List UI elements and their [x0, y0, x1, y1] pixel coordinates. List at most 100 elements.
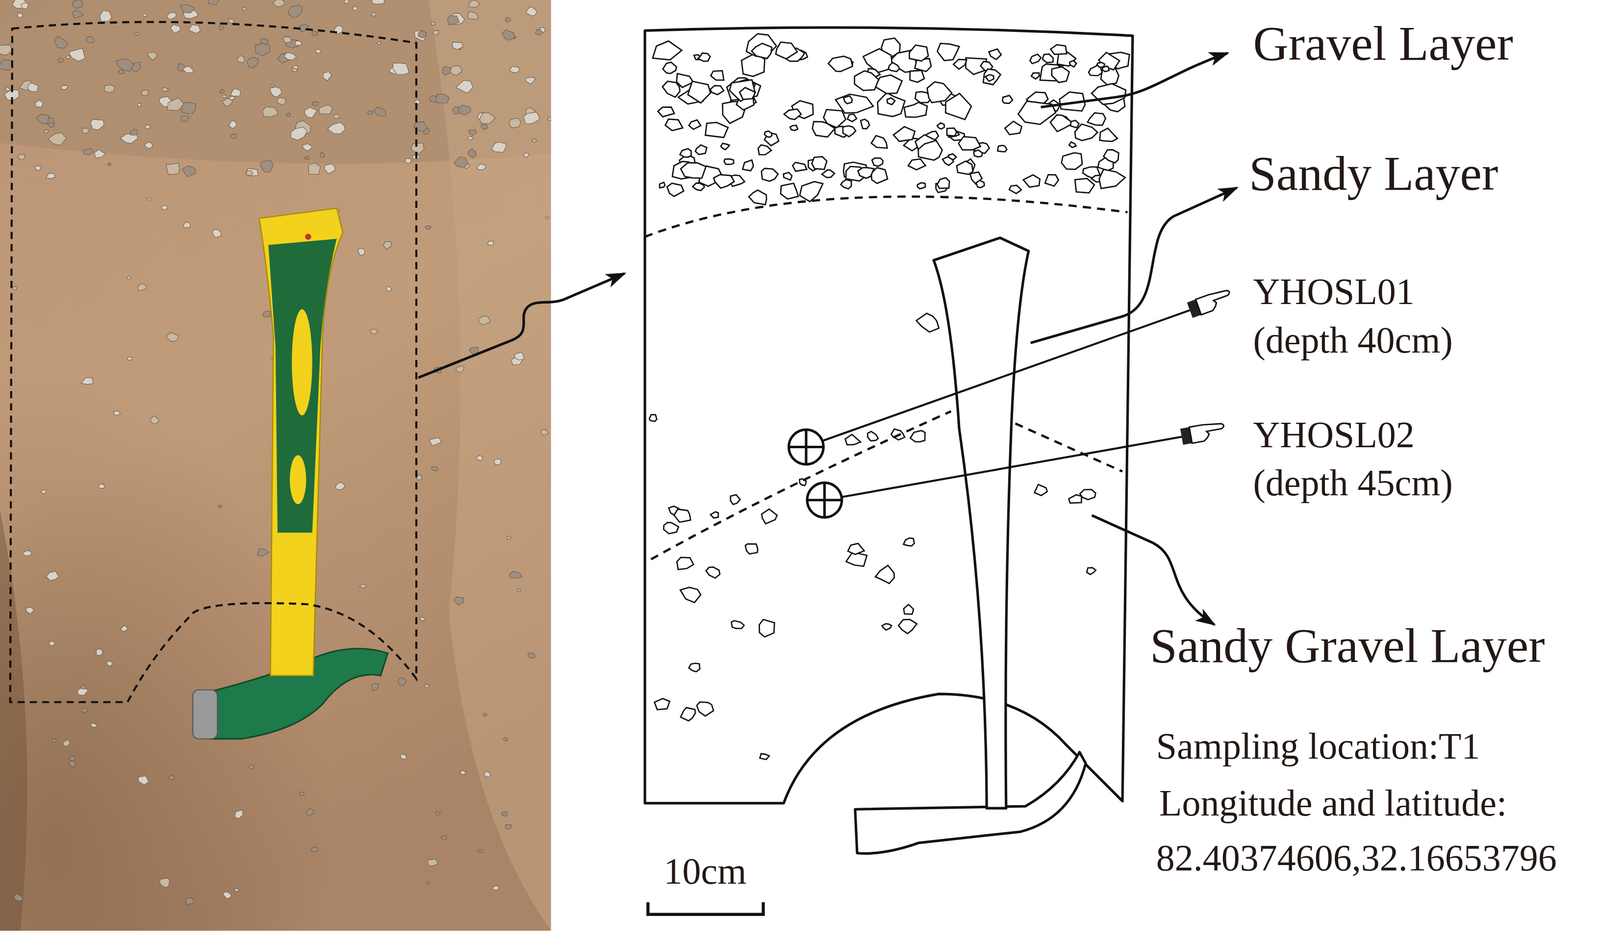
pebble [1099, 169, 1126, 189]
photo-pebble [302, 143, 312, 152]
pebble [676, 557, 694, 570]
sketch-pebbles [649, 33, 1130, 760]
pebble [761, 508, 778, 524]
photo-pebble [440, 835, 447, 840]
pebble [1042, 53, 1054, 63]
pit-wall-light [428, 0, 552, 931]
pebble [976, 180, 985, 188]
photo-pebble [247, 56, 259, 68]
photo-pebble [426, 881, 431, 885]
photo-pebble [57, 58, 65, 63]
field-photo [0, 0, 552, 931]
photo-pebble [22, 550, 32, 557]
pebble [1074, 178, 1095, 193]
photo-pebble [40, 489, 47, 494]
pebble [1070, 120, 1079, 128]
photo-pebble [212, 229, 222, 238]
photo-pebble [147, 52, 158, 61]
pebble [985, 74, 994, 82]
photo-pebble [291, 68, 297, 72]
photo-pebble [228, 18, 234, 24]
hammer-outline [855, 752, 1086, 854]
photo-pebble [508, 118, 521, 128]
photo-pebble [219, 89, 225, 94]
label-arrow [1041, 52, 1228, 107]
photo-pebble [81, 708, 89, 713]
photo-pebble [479, 112, 496, 124]
pebble [1079, 489, 1096, 500]
photo-pebble [371, 0, 385, 5]
photo-pebble [308, 162, 321, 175]
photo-pebble [358, 248, 365, 256]
section-sketch [644, 27, 1237, 915]
photo-pebble [144, 142, 153, 149]
pebble [705, 122, 728, 138]
photo-pebble [425, 225, 432, 230]
pebble [680, 148, 692, 157]
photo-pebble [100, 10, 112, 22]
photo-pebble [137, 283, 148, 291]
photo-pebble [27, 82, 39, 92]
photo-pebble [230, 88, 241, 97]
photo-pebble [4, 87, 10, 92]
photo-pebble [450, 65, 462, 76]
pebble [871, 135, 888, 149]
photo-pebble [505, 17, 511, 23]
pebble [893, 126, 915, 142]
photo-pebble [96, 648, 103, 656]
photo-pebble [234, 810, 243, 819]
photo-pebble [61, 85, 69, 90]
photo-pebble [68, 756, 76, 762]
photo-pebble [319, 152, 325, 158]
pebble [696, 702, 714, 717]
photo-pebble [242, 7, 247, 11]
location-note: 82.40374606,32.16653796 [1156, 836, 1557, 880]
pebble [666, 183, 684, 197]
pebble [997, 145, 1007, 152]
photo-pebble [509, 571, 523, 579]
photo-pebble [98, 483, 105, 489]
sample-cross [804, 429, 808, 465]
pebble [760, 753, 770, 760]
pebble [845, 552, 867, 566]
photo-pebble [81, 127, 90, 134]
pebble [730, 494, 741, 505]
pebble [875, 565, 895, 584]
pebble [1069, 60, 1077, 68]
pebble [843, 96, 853, 104]
photo-pebble [310, 846, 318, 852]
photo-pebble [467, 11, 479, 20]
pebble [662, 81, 681, 98]
pebble [654, 698, 670, 710]
photo-pebble [367, 110, 373, 115]
photo-pebble [168, 775, 175, 780]
photo-pebble [234, 888, 239, 892]
photo-pebble [180, 4, 195, 13]
sample-label: YHOSL01 (depth 40cm) [1252, 267, 1484, 365]
photo-pebble [373, 106, 386, 117]
photo-pebble [49, 641, 55, 646]
photo-pebble [455, 365, 465, 373]
pebble [720, 143, 730, 150]
photo-pebble [383, 241, 392, 250]
photo-pebble [62, 739, 71, 747]
photo-pebble [435, 94, 450, 103]
pebble [812, 121, 836, 137]
pebble [745, 543, 758, 554]
photo-pebble [468, 129, 477, 136]
hand-shape [1189, 421, 1226, 444]
pebble [842, 126, 856, 137]
pebble [731, 620, 745, 629]
pebble [1050, 44, 1067, 55]
pebble [780, 183, 799, 200]
scale-bar [647, 902, 763, 915]
label-arrow [1030, 187, 1237, 343]
photo-pebble [162, 87, 169, 92]
pebble [1017, 101, 1056, 125]
pebble [1050, 114, 1074, 132]
photo-pebble [534, 29, 543, 35]
photo-pebble [130, 129, 139, 136]
pebble [858, 167, 874, 179]
photo-pebble [477, 163, 486, 170]
